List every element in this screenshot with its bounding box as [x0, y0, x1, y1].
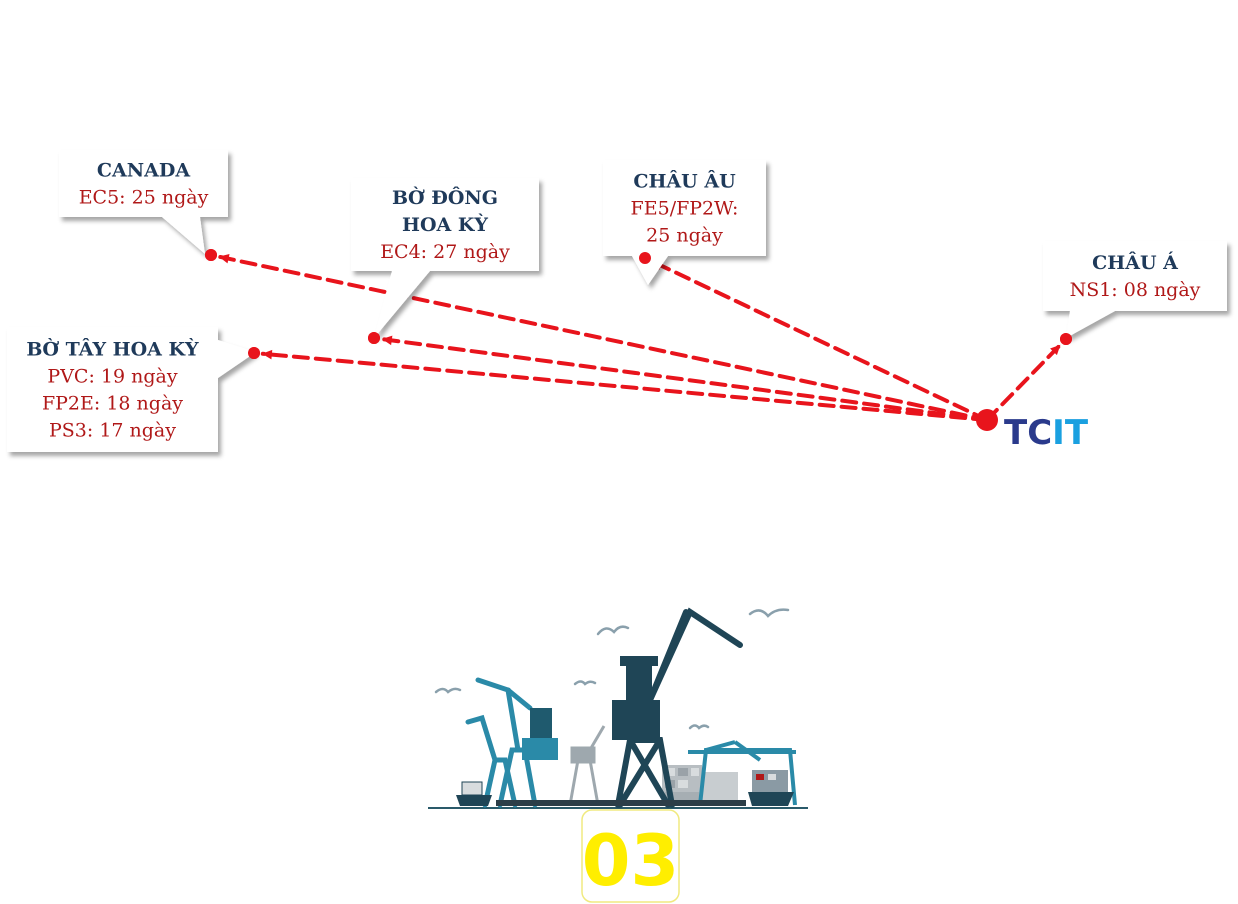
route-arrowhead-us-east [381, 335, 393, 346]
step-number-badge: 03 [581, 809, 680, 903]
origin-dot [976, 409, 998, 431]
callout-title-us-west: BỜ TÂY HOA KỲ [26, 338, 199, 361]
callout-us-east [351, 178, 539, 338]
callout-title-europe: CHÂU ÂU [633, 170, 736, 193]
callout-line-us-west: PVC: 19 ngày [47, 366, 177, 388]
destination-marker-us-west [248, 347, 260, 359]
destination-marker-europe [639, 252, 651, 264]
origin-terminal: TCIT [976, 409, 1089, 453]
callout-line-us-west: FP2E: 18 ngày [42, 393, 183, 415]
callout-line-europe: FE5/FP2W: [631, 198, 739, 220]
callout-europe [603, 160, 766, 285]
route-lines [205, 249, 1072, 422]
destination-marker-asia [1060, 333, 1072, 345]
route-arrowhead-us-west [261, 349, 273, 360]
callout-us-west [7, 327, 256, 452]
callout-title-us-east: HOA KỲ [402, 213, 488, 236]
route-line-us-east [379, 336, 989, 422]
callout-line-europe: 25 ngày [646, 225, 723, 247]
callout-title-asia: CHÂU Á [1092, 251, 1178, 274]
callout-canada [59, 150, 228, 254]
callout-line-asia: NS1: 08 ngày [1070, 279, 1201, 301]
callout-title-us-east: BỜ ĐÔNG [392, 186, 498, 209]
callout-line-us-west: PS3: 17 ngày [49, 420, 176, 442]
destination-marker-canada [205, 249, 217, 261]
route-arrowhead-canada [218, 254, 230, 264]
callout-asia [1043, 241, 1227, 338]
route-callouts: CANADA EC5: 25 ngày BỜ ĐÔNG HOA KỲ EC4: 27 n… [7, 150, 1227, 452]
callout-line-us-east: EC4: 27 ngày [380, 241, 510, 263]
callout-title-canada: CANADA [97, 160, 190, 182]
route-line-europe [647, 257, 989, 422]
destination-marker-us-east [368, 332, 380, 344]
callout-line-canada: EC5: 25 ngày [79, 187, 209, 209]
port-illustration [428, 607, 808, 809]
tcit-logo: TCIT [1004, 413, 1089, 453]
route-line-us-west [260, 351, 989, 422]
seagull-icon [434, 608, 790, 730]
ship-icon [456, 770, 794, 806]
route-line-canada [218, 254, 989, 422]
step-number: 03 [582, 820, 679, 902]
route-line-asia [985, 337, 1068, 422]
route-arrowhead-asia [1050, 344, 1061, 356]
